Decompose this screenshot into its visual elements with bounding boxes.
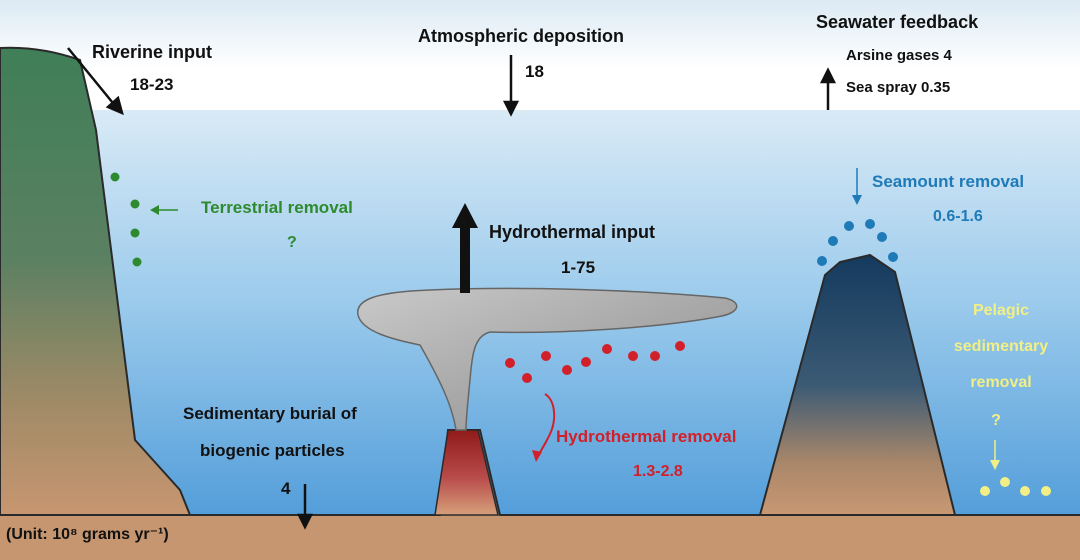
terrestrial-removal-title: Terrestrial removal bbox=[201, 198, 353, 217]
atmospheric-deposition-value: 18 bbox=[525, 62, 544, 81]
seawater-feedback-title: Seawater feedback bbox=[816, 12, 979, 32]
pelagic-particles bbox=[980, 477, 1051, 496]
sea-spray: Sea spray 0.35 bbox=[846, 79, 951, 96]
atmospheric-deposition-title: Atmospheric deposition bbox=[418, 26, 625, 46]
unit-note: (Unit: 10⁸ grams yr⁻¹) bbox=[6, 526, 169, 543]
hydrothermal-removal-value: 1.3-2.8 bbox=[633, 463, 683, 480]
riverine-input-value: 18-23 bbox=[130, 75, 174, 94]
burial-arrowhead bbox=[296, 513, 314, 530]
seamount-particles bbox=[817, 219, 898, 266]
riverine-input-title: Riverine input bbox=[92, 42, 213, 62]
pelagic-removal-value: ? bbox=[991, 412, 1001, 429]
arsine-gases: Arsine gases 4 bbox=[846, 47, 952, 64]
sky bbox=[0, 0, 1080, 125]
riverine-arrowhead bbox=[105, 95, 124, 116]
seamount-arrowhead bbox=[852, 195, 862, 205]
sedimentary-burial-line1: Sedimentary burial of bbox=[183, 404, 357, 423]
riverine-arrow bbox=[67, 47, 118, 109]
sedimentary-burial-value: 4 bbox=[281, 479, 291, 498]
seafloor bbox=[0, 515, 1080, 560]
hydrothermal-input-title: Hydrothermal input bbox=[489, 222, 656, 242]
sedimentary-burial-line2: biogenic particles bbox=[200, 441, 345, 460]
terrestrial-particles bbox=[110, 172, 142, 267]
atmospheric-arrowhead bbox=[502, 100, 520, 117]
pelagic-arrowhead bbox=[990, 460, 1000, 470]
hydrothermal-input-arrowhead bbox=[452, 203, 478, 228]
seamount-removal-title: Seamount removal bbox=[872, 172, 1025, 191]
hydrothermal-removal-title: Hydrothermal removal bbox=[556, 427, 737, 446]
pelagic-removal-line2: sedimentary bbox=[953, 338, 1049, 355]
hydrothermal-input-arrow bbox=[460, 225, 470, 293]
hydrothermal-vent bbox=[434, 429, 499, 516]
seawater-feedback-arrowhead bbox=[819, 67, 837, 84]
hydrothermal-removal-arrowhead bbox=[532, 450, 542, 462]
hydrothermal-input-value: 1-75 bbox=[561, 258, 596, 277]
hydrothermal-particles bbox=[505, 341, 685, 383]
hydrothermal-plume bbox=[357, 287, 738, 431]
continent bbox=[0, 46, 192, 516]
seamount-removal-value: 0.6-1.6 bbox=[933, 208, 983, 225]
terrestrial-removal-value: ? bbox=[287, 234, 297, 251]
pelagic-removal-line3: removal bbox=[970, 374, 1032, 391]
pelagic-removal-line1: Pelagic bbox=[972, 302, 1030, 319]
terrestrial-arrowhead bbox=[150, 205, 159, 215]
